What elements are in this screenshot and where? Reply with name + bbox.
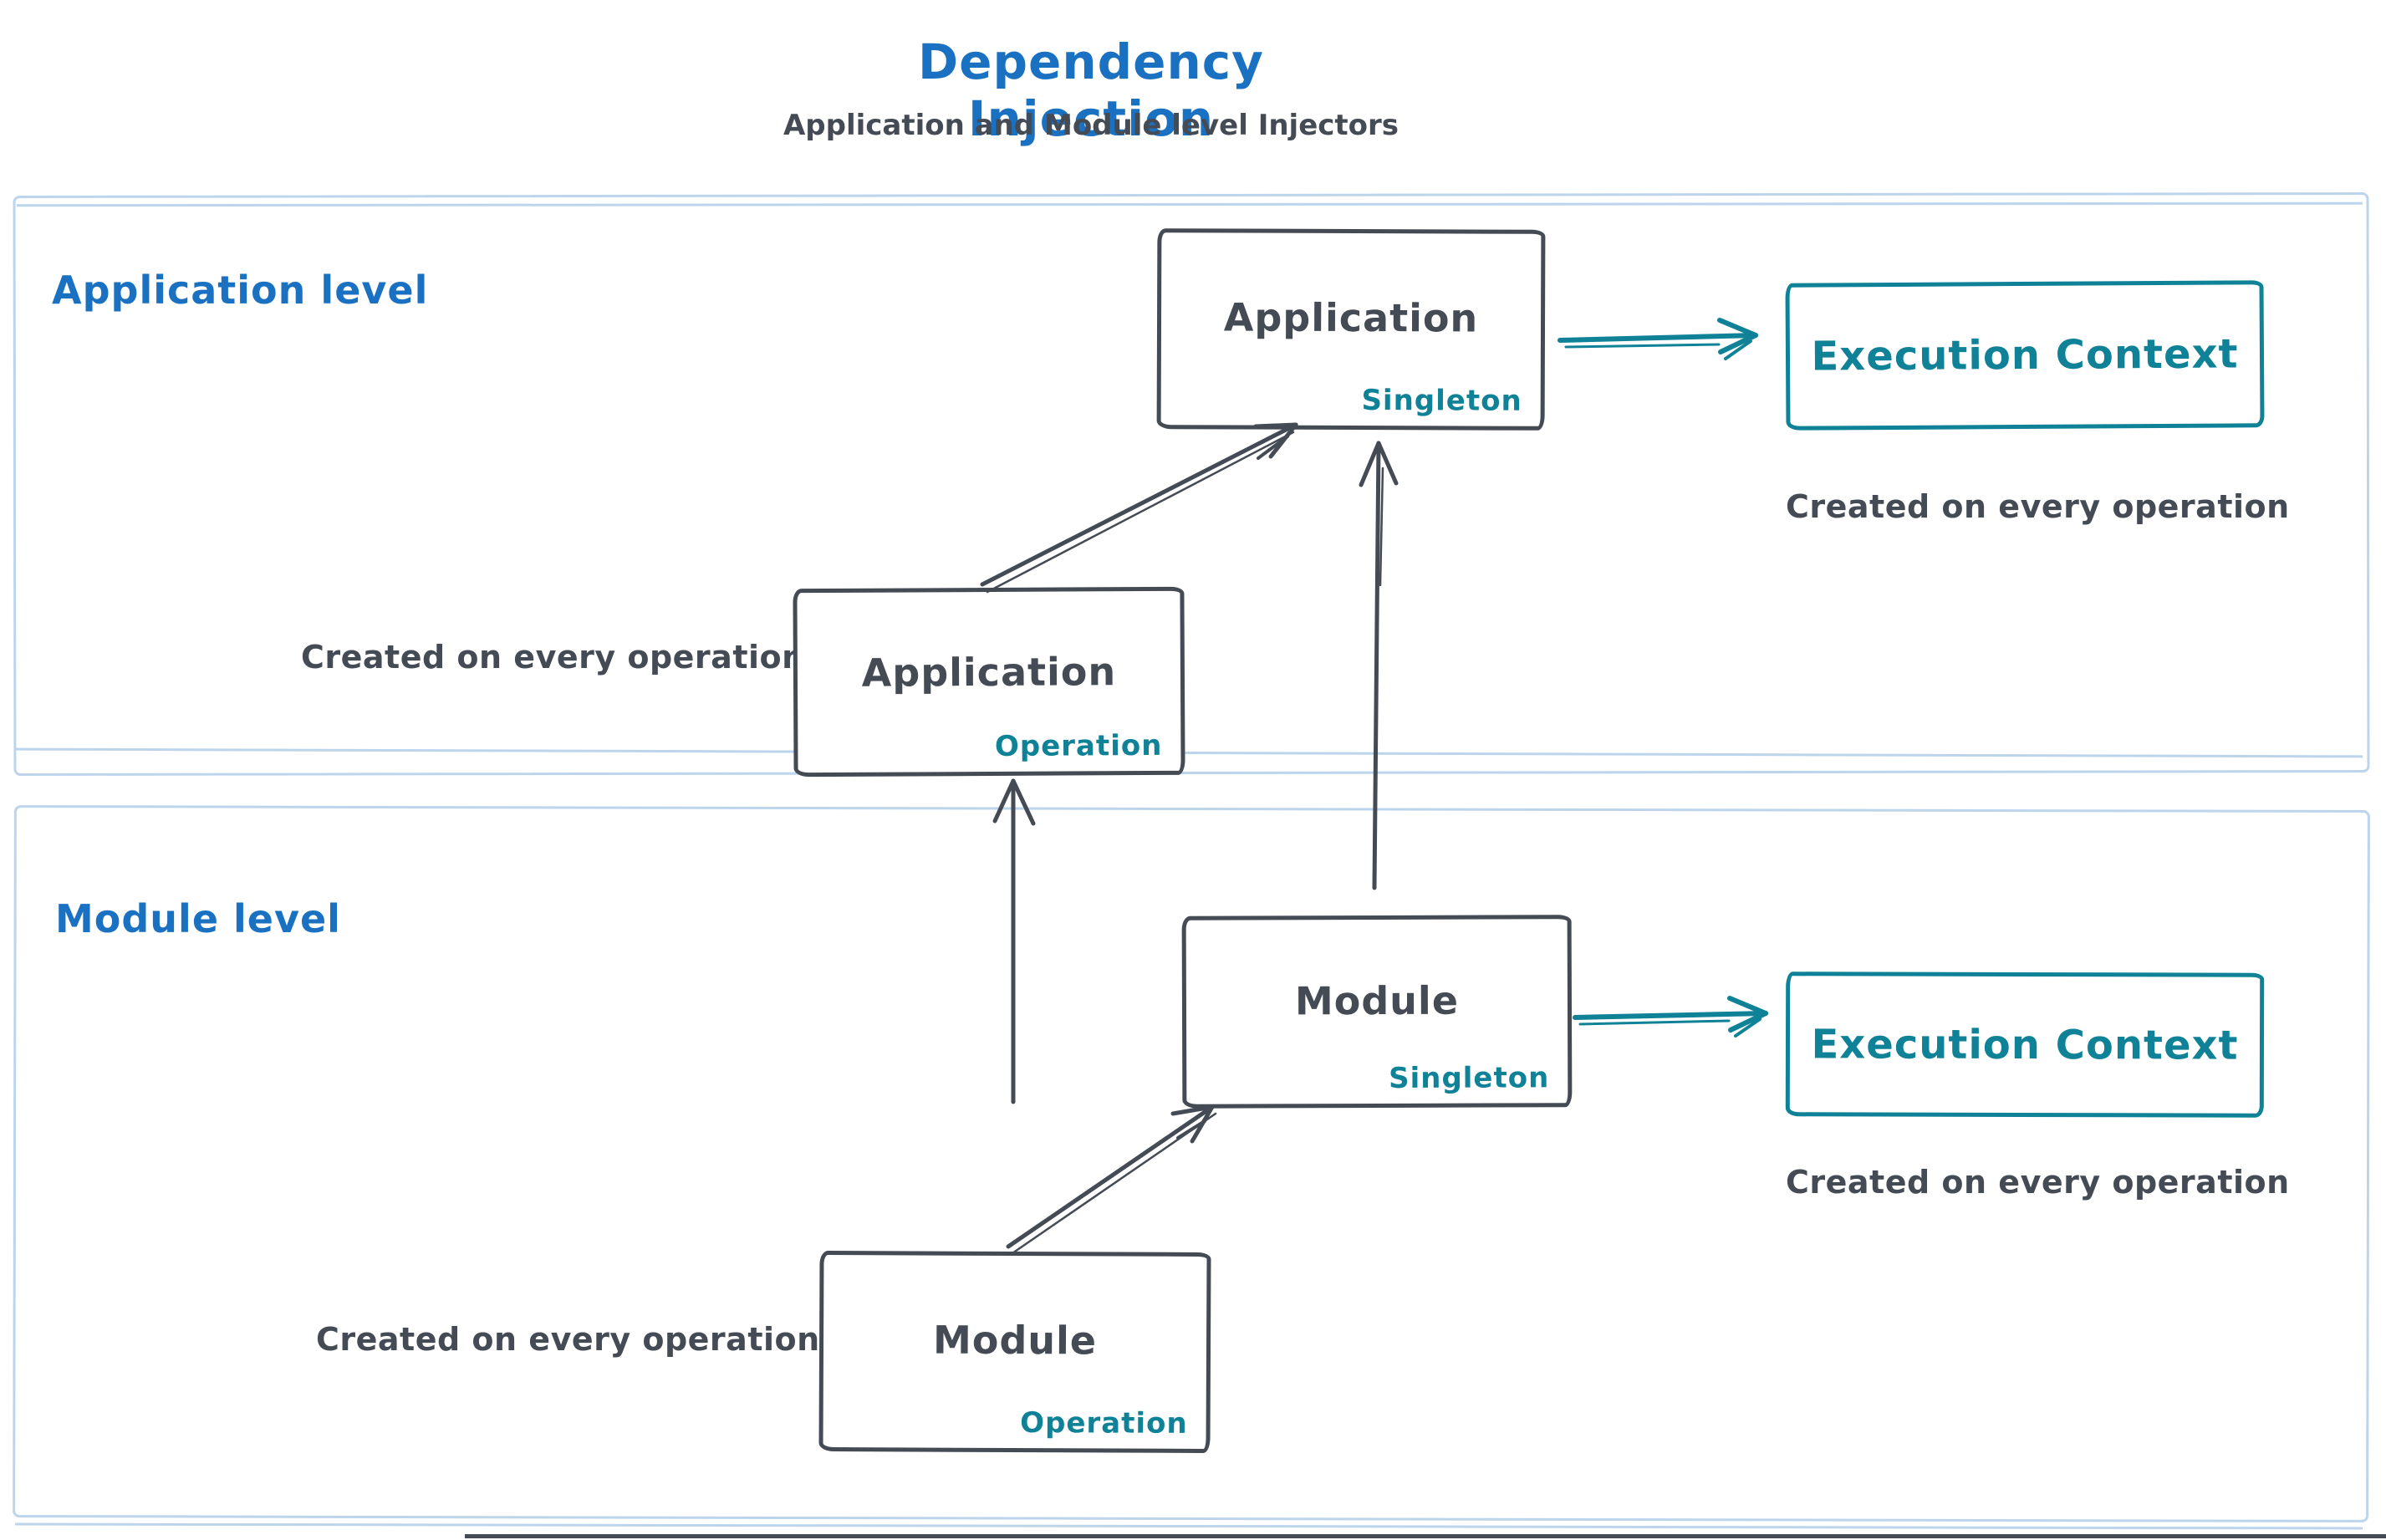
- app-singleton-label: Application: [1223, 294, 1479, 341]
- bottom-edge-line: [465, 1534, 2386, 1538]
- module-operation-label: Module: [932, 1317, 1098, 1364]
- module-level-label: Module level: [55, 896, 341, 941]
- caption-execution-context-module: Created on every operation: [1786, 1164, 2290, 1201]
- execution-context-module-label: Execution Context: [1811, 1020, 2239, 1069]
- app-operation-box: Application Operation: [793, 586, 1185, 778]
- diagram-title: Dependency Injection: [918, 33, 1264, 147]
- module-singleton-box: Module Singleton: [1181, 915, 1573, 1109]
- caption-execution-context-app: Created on every operation: [1786, 488, 2290, 525]
- app-singleton-box: Application Singleton: [1156, 228, 1546, 431]
- module-singleton-label: Module: [1294, 978, 1460, 1024]
- application-level-label: Application level: [52, 268, 429, 313]
- app-operation-label: Application: [861, 649, 1117, 696]
- execution-context-module-box: Execution Context: [1785, 971, 2265, 1118]
- module-singleton-tag: Singleton: [1388, 1061, 1550, 1095]
- execution-context-app-label: Execution Context: [1811, 330, 2239, 380]
- execution-context-app-box: Execution Context: [1785, 280, 2265, 431]
- app-singleton-tag: Singleton: [1361, 384, 1522, 418]
- module-operation-box: Module Operation: [818, 1250, 1211, 1454]
- caption-app-operation: Created on every operation: [301, 639, 805, 676]
- caption-module-operation: Created on every operation: [316, 1321, 820, 1358]
- app-operation-tag: Operation: [994, 728, 1163, 763]
- module-operation-tag: Operation: [1020, 1406, 1188, 1441]
- diagram-subtitle: Application and Module level Injectors: [783, 109, 1399, 142]
- module-container-bottom-stroke: [14, 1522, 2363, 1530]
